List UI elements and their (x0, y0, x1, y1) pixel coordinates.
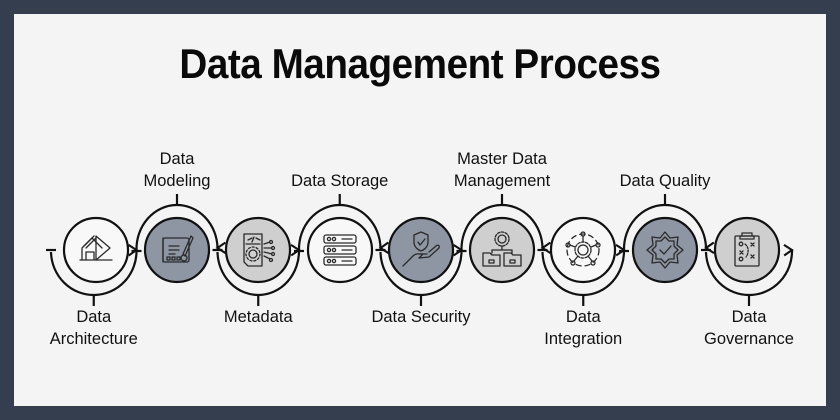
gear-folders-icon (482, 231, 522, 267)
step-node (468, 216, 536, 284)
step-label-line2: Architecture (49, 330, 138, 348)
step-label-line1: Data (565, 308, 601, 326)
step-label-line2: Governance (704, 330, 794, 348)
step-circle (224, 216, 292, 284)
badge-check-icon (646, 231, 684, 269)
step-node (143, 216, 211, 284)
step-circle (631, 216, 699, 284)
step-label-line1: Data (159, 150, 195, 168)
step-node (224, 216, 292, 284)
step-label-line1: Data Storage (291, 172, 389, 190)
step-circle (549, 216, 617, 284)
step-label-line1: Data (731, 308, 767, 326)
blueprint-pencil-icon (162, 235, 194, 263)
page-title: Data Management Process (179, 40, 661, 87)
step-node (631, 216, 699, 284)
step-label-line1: Master Data (457, 150, 547, 168)
step-node (387, 216, 455, 284)
step-label: Metadata (188, 306, 328, 328)
clipboard-strategy-icon (734, 232, 760, 267)
code-document-gear-icon (243, 233, 276, 267)
step-label-line1: Data (76, 308, 112, 326)
step-node (62, 216, 130, 284)
step-circle (306, 216, 374, 284)
house-blueprint-icon (79, 235, 113, 261)
step-node (306, 216, 374, 284)
gear-network-icon (565, 231, 601, 267)
step-label: Data Quality (595, 170, 735, 192)
step-label-line2: Management (453, 172, 551, 190)
step-label-line1: Data Security (371, 308, 471, 326)
diagram-panel (14, 14, 826, 406)
step-label-line1: Data Quality (619, 172, 711, 190)
step-label-line1: Metadata (223, 308, 293, 326)
step-label: Data Storage (270, 170, 410, 192)
step-node (549, 216, 617, 284)
server-stack-icon (323, 234, 357, 266)
step-label: Data Security (351, 306, 491, 328)
step-node (713, 216, 781, 284)
step-label-line2: Modeling (143, 172, 211, 190)
shield-hand-icon (402, 231, 440, 267)
step-circle (387, 216, 455, 284)
step-label-line2: Integration (544, 330, 623, 348)
step-circle (713, 216, 781, 284)
